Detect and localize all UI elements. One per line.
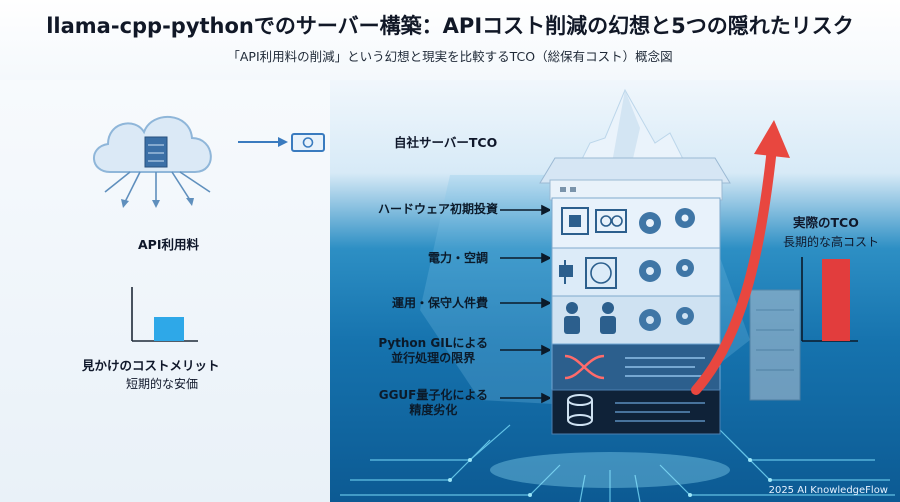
- gpu-card-icon: [595, 209, 627, 233]
- plug-icon: [559, 260, 573, 284]
- server-tco-label: 自社サーバーTCO: [394, 135, 498, 150]
- money-arrow: [238, 133, 325, 152]
- api-fee-label: API利用料: [138, 237, 199, 252]
- layer-pointers: [500, 204, 550, 404]
- merit-subtitle: 短期的な安価: [126, 377, 199, 391]
- page-title: llama-cpp-pythonでのサーバー構築：APIコスト削減の幻想と5つの…: [46, 14, 854, 38]
- api-cost-bar: [154, 317, 184, 341]
- layer-label-operations: 運用・保守人件費: [391, 296, 488, 310]
- actual-tco-title: 実際のTCO: [793, 215, 859, 230]
- cloud-server-icon: [93, 116, 212, 208]
- api-cost-chart: [131, 287, 198, 342]
- actual-cost-bar: [822, 259, 850, 341]
- database-icon: [567, 394, 593, 426]
- layer-label-gil: Python GILによる並行処理の限界: [378, 336, 488, 365]
- footer-credit: 2025 AI KnowledgeFlow: [768, 485, 888, 496]
- rising-cost-arrow: [691, 120, 790, 395]
- page-subtitle: 「API利用料の削減」という幻想と現実を比較するTCO（総保有コスト）概念図: [227, 49, 673, 64]
- money-bill-icon: [291, 133, 325, 152]
- layer-label-gguf: GGUF量子化による精度劣化: [378, 388, 488, 417]
- gear-icon: [639, 208, 695, 234]
- actual-tco-subtitle: 長期的な高コスト: [783, 235, 880, 249]
- chip-icon: [561, 207, 589, 235]
- actual-cost-chart: [801, 257, 858, 342]
- worker-icon: [564, 302, 616, 334]
- server-rack-icon: [749, 289, 801, 401]
- header: llama-cpp-pythonでのサーバー構築：APIコスト削減の幻想と5つの…: [0, 0, 900, 80]
- server-tower: [539, 88, 731, 435]
- gear-icon: [639, 259, 694, 282]
- layer-label-hardware: ハードウェア初期投資: [377, 202, 498, 216]
- fan-icon: [585, 257, 617, 289]
- layer-label-power: 電力・空調: [427, 251, 488, 265]
- shuffle-icon: [564, 354, 605, 380]
- gear-icon: [639, 307, 694, 331]
- merit-title: 見かけのコストメリット: [82, 358, 220, 373]
